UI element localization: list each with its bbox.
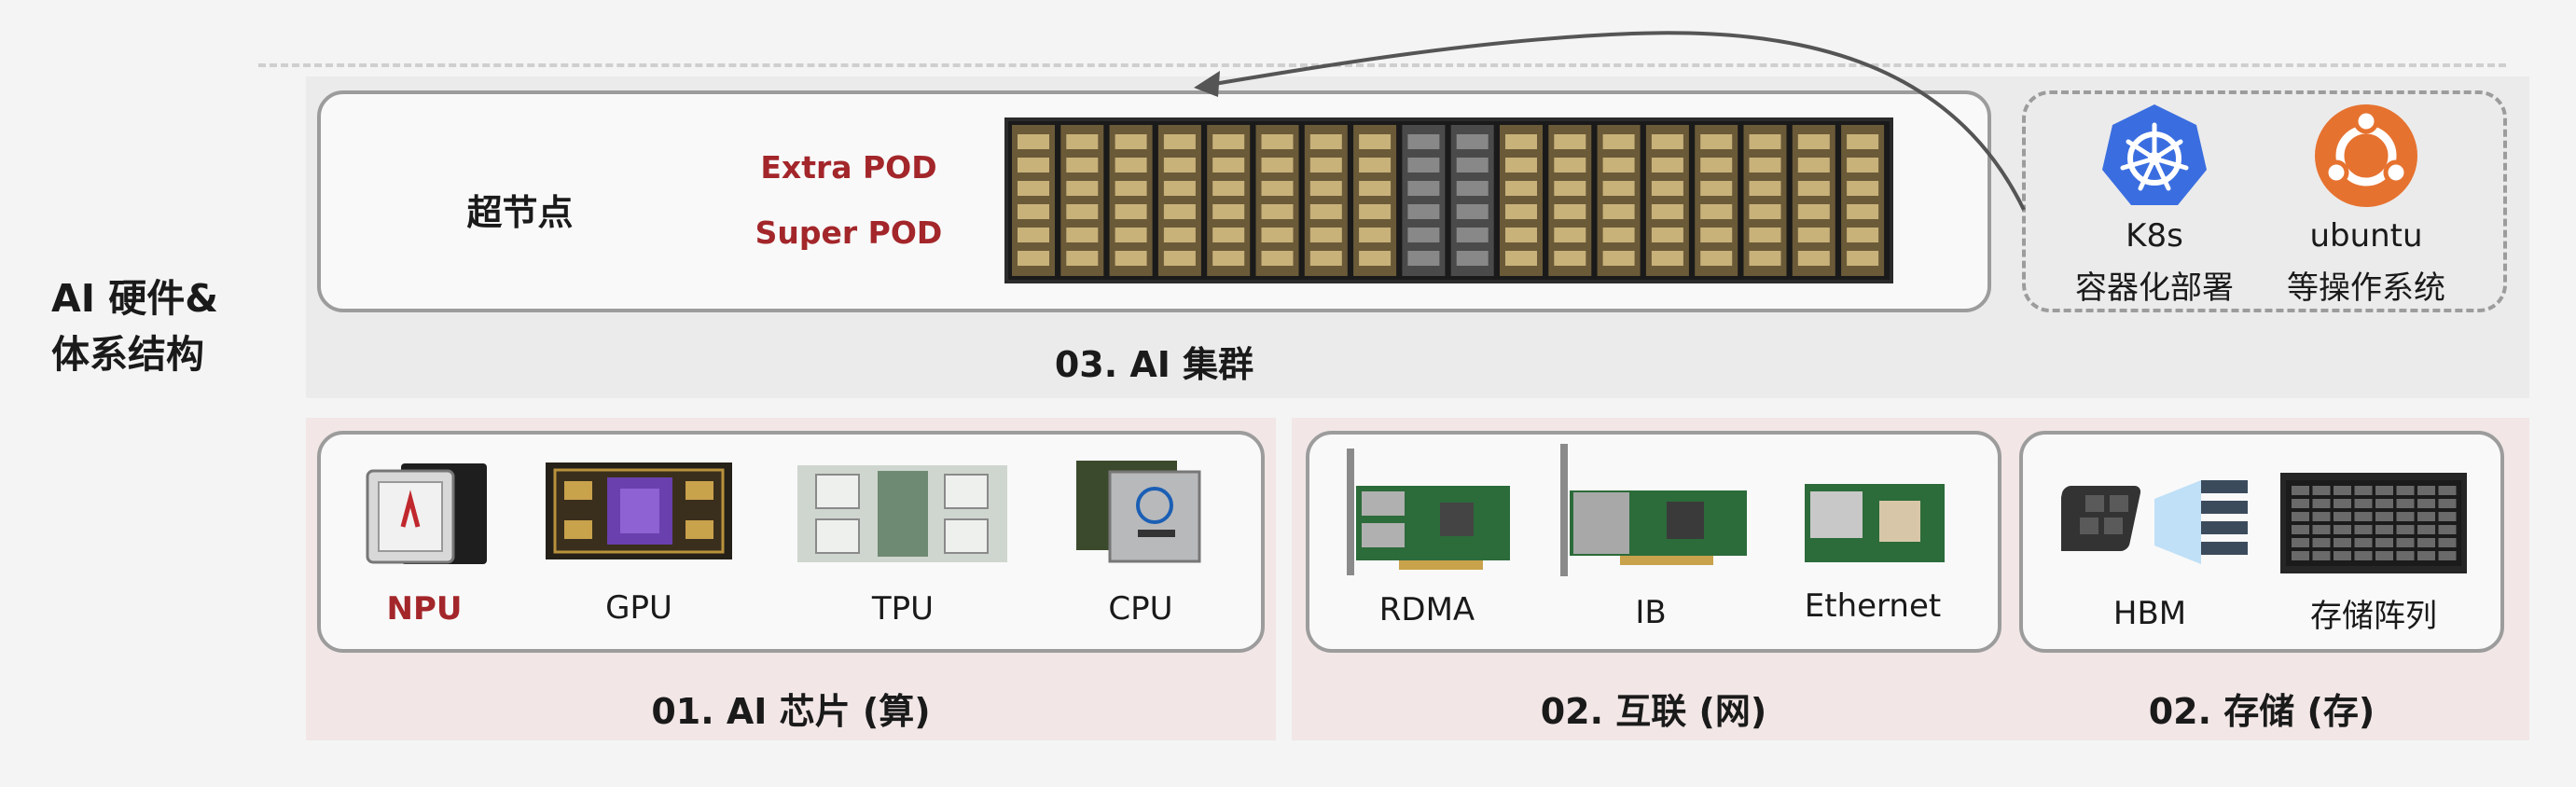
main-title-line2: 体系结构 [51, 332, 204, 377]
main-title-line1: AI 硬件& [51, 276, 219, 321]
ethernet-card-icon [1805, 484, 1945, 562]
ubuntu-sublabel: 等操作系统 [2287, 269, 2445, 307]
top-divider [258, 63, 2506, 67]
k8s-sublabel: 容器化部署 [2075, 269, 2234, 307]
tpu-board-icon [797, 465, 1007, 562]
chip-label-cpu: CPU [1108, 590, 1173, 628]
storage-label-array: 存储阵列 [2310, 598, 2437, 635]
interconnect-label-ethernet: Ethernet [1804, 587, 1942, 625]
kubernetes-icon [2102, 104, 2207, 205]
main-title: AI 硬件& 体系结构 [51, 270, 266, 382]
interconnect-label-rdma: RDMA [1378, 591, 1475, 628]
rdma-card-icon [1347, 449, 1510, 575]
chip-label-tpu: TPU [871, 590, 935, 628]
ubuntu-icon [2315, 104, 2417, 207]
deploy-arrow [1194, 31, 2026, 211]
storage-section-title: 02. 存储 (存) [2148, 691, 2375, 732]
chip-label-gpu: GPU [605, 589, 672, 627]
os-deploy-box [2022, 90, 2507, 312]
chips-section-title: 01. AI 芯片 (算) [651, 691, 931, 732]
cluster-section-title: 03. AI 集群 [1054, 344, 1254, 385]
ubuntu-label: ubuntu [2309, 217, 2423, 255]
cpu-chip-icon [1076, 461, 1201, 563]
ib-card-icon [1560, 444, 1747, 576]
storage-label-hbm: HBM [2112, 595, 2187, 632]
hbm-stack-icon [2061, 480, 2248, 564]
interconnect-section-title: 02. 互联 (网) [1540, 691, 1767, 732]
extra-pod-label: Extra POD [760, 149, 937, 186]
storage-array-icon [2280, 473, 2467, 573]
chip-label-npu: NPU [386, 590, 463, 628]
superpod-rack-icon [1004, 117, 1893, 283]
supernode-label: 超节点 [466, 192, 574, 233]
gpu-board-icon [546, 463, 732, 559]
super-pod-label: Super POD [755, 214, 943, 251]
npu-chip-icon [366, 463, 487, 564]
k8s-label: K8s [2126, 217, 2183, 255]
interconnect-label-ib: IB [1635, 594, 1667, 631]
